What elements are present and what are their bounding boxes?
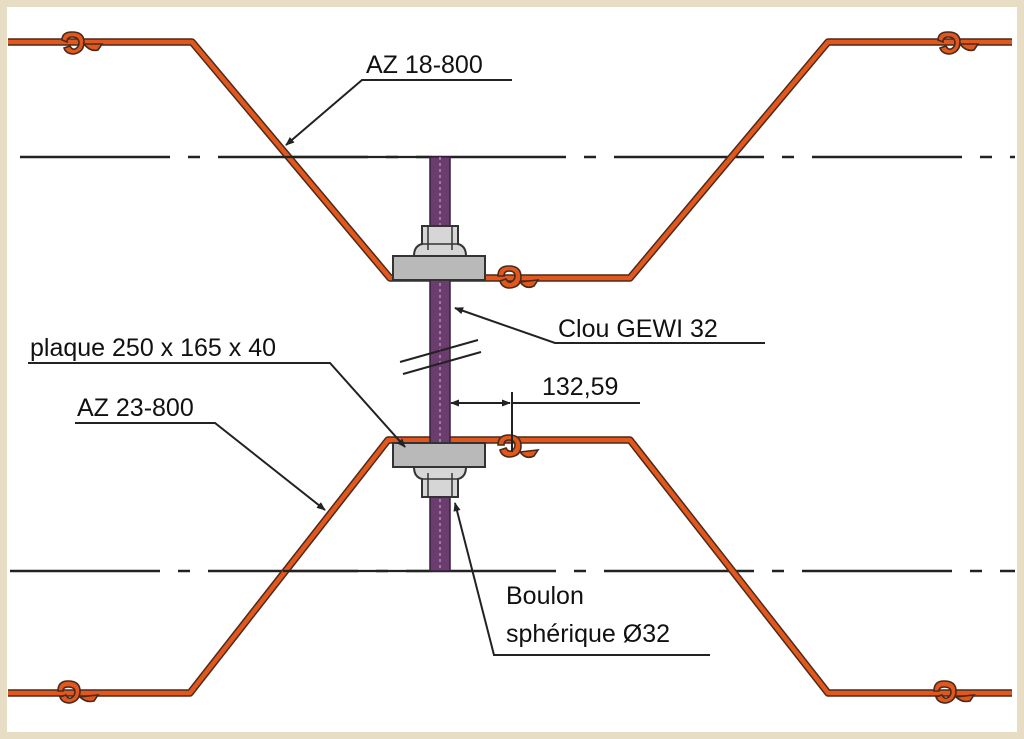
upper-sheet-pile-az18-800 [8, 31, 1012, 289]
upper-anchor-plate [392, 255, 486, 281]
bar-break-mark [399, 339, 482, 375]
leader-boulon [453, 502, 710, 656]
label-plaque: plaque 250 x 165 x 40 [30, 334, 276, 362]
lower-interlock-left [57, 680, 100, 704]
label-dimension: 132,59 [542, 373, 618, 401]
upper-interlock-center [497, 265, 540, 289]
anchor-reference-lines [283, 155, 432, 573]
gewi-anchor-bar [399, 156, 482, 572]
label-spherique: sphérique Ø32 [506, 620, 670, 648]
leader-az18-800 [285, 79, 512, 146]
label-az18-800: AZ 18-800 [366, 51, 483, 79]
upper-interlock-left [61, 31, 104, 55]
leader-plaque [28, 362, 406, 448]
lower-interlock-center [497, 434, 540, 459]
drawing-frame [7, 7, 1017, 732]
upper-interlock-right [937, 31, 980, 55]
lower-sheet-pile-az23-800 [8, 434, 1012, 704]
upper-spherical-nut [412, 225, 468, 257]
lower-spherical-nut [412, 466, 468, 498]
label-az23-800: AZ 23-800 [77, 394, 194, 422]
lower-interlock-right [933, 680, 976, 704]
leader-clou-gewi [454, 307, 765, 344]
label-boulon: Boulon [506, 582, 584, 610]
label-clou-gewi-32: Clou GEWI 32 [558, 315, 718, 343]
leader-az23-800 [75, 422, 326, 511]
dimension-132-59 [450, 392, 640, 452]
lower-anchor-plate [392, 442, 486, 468]
